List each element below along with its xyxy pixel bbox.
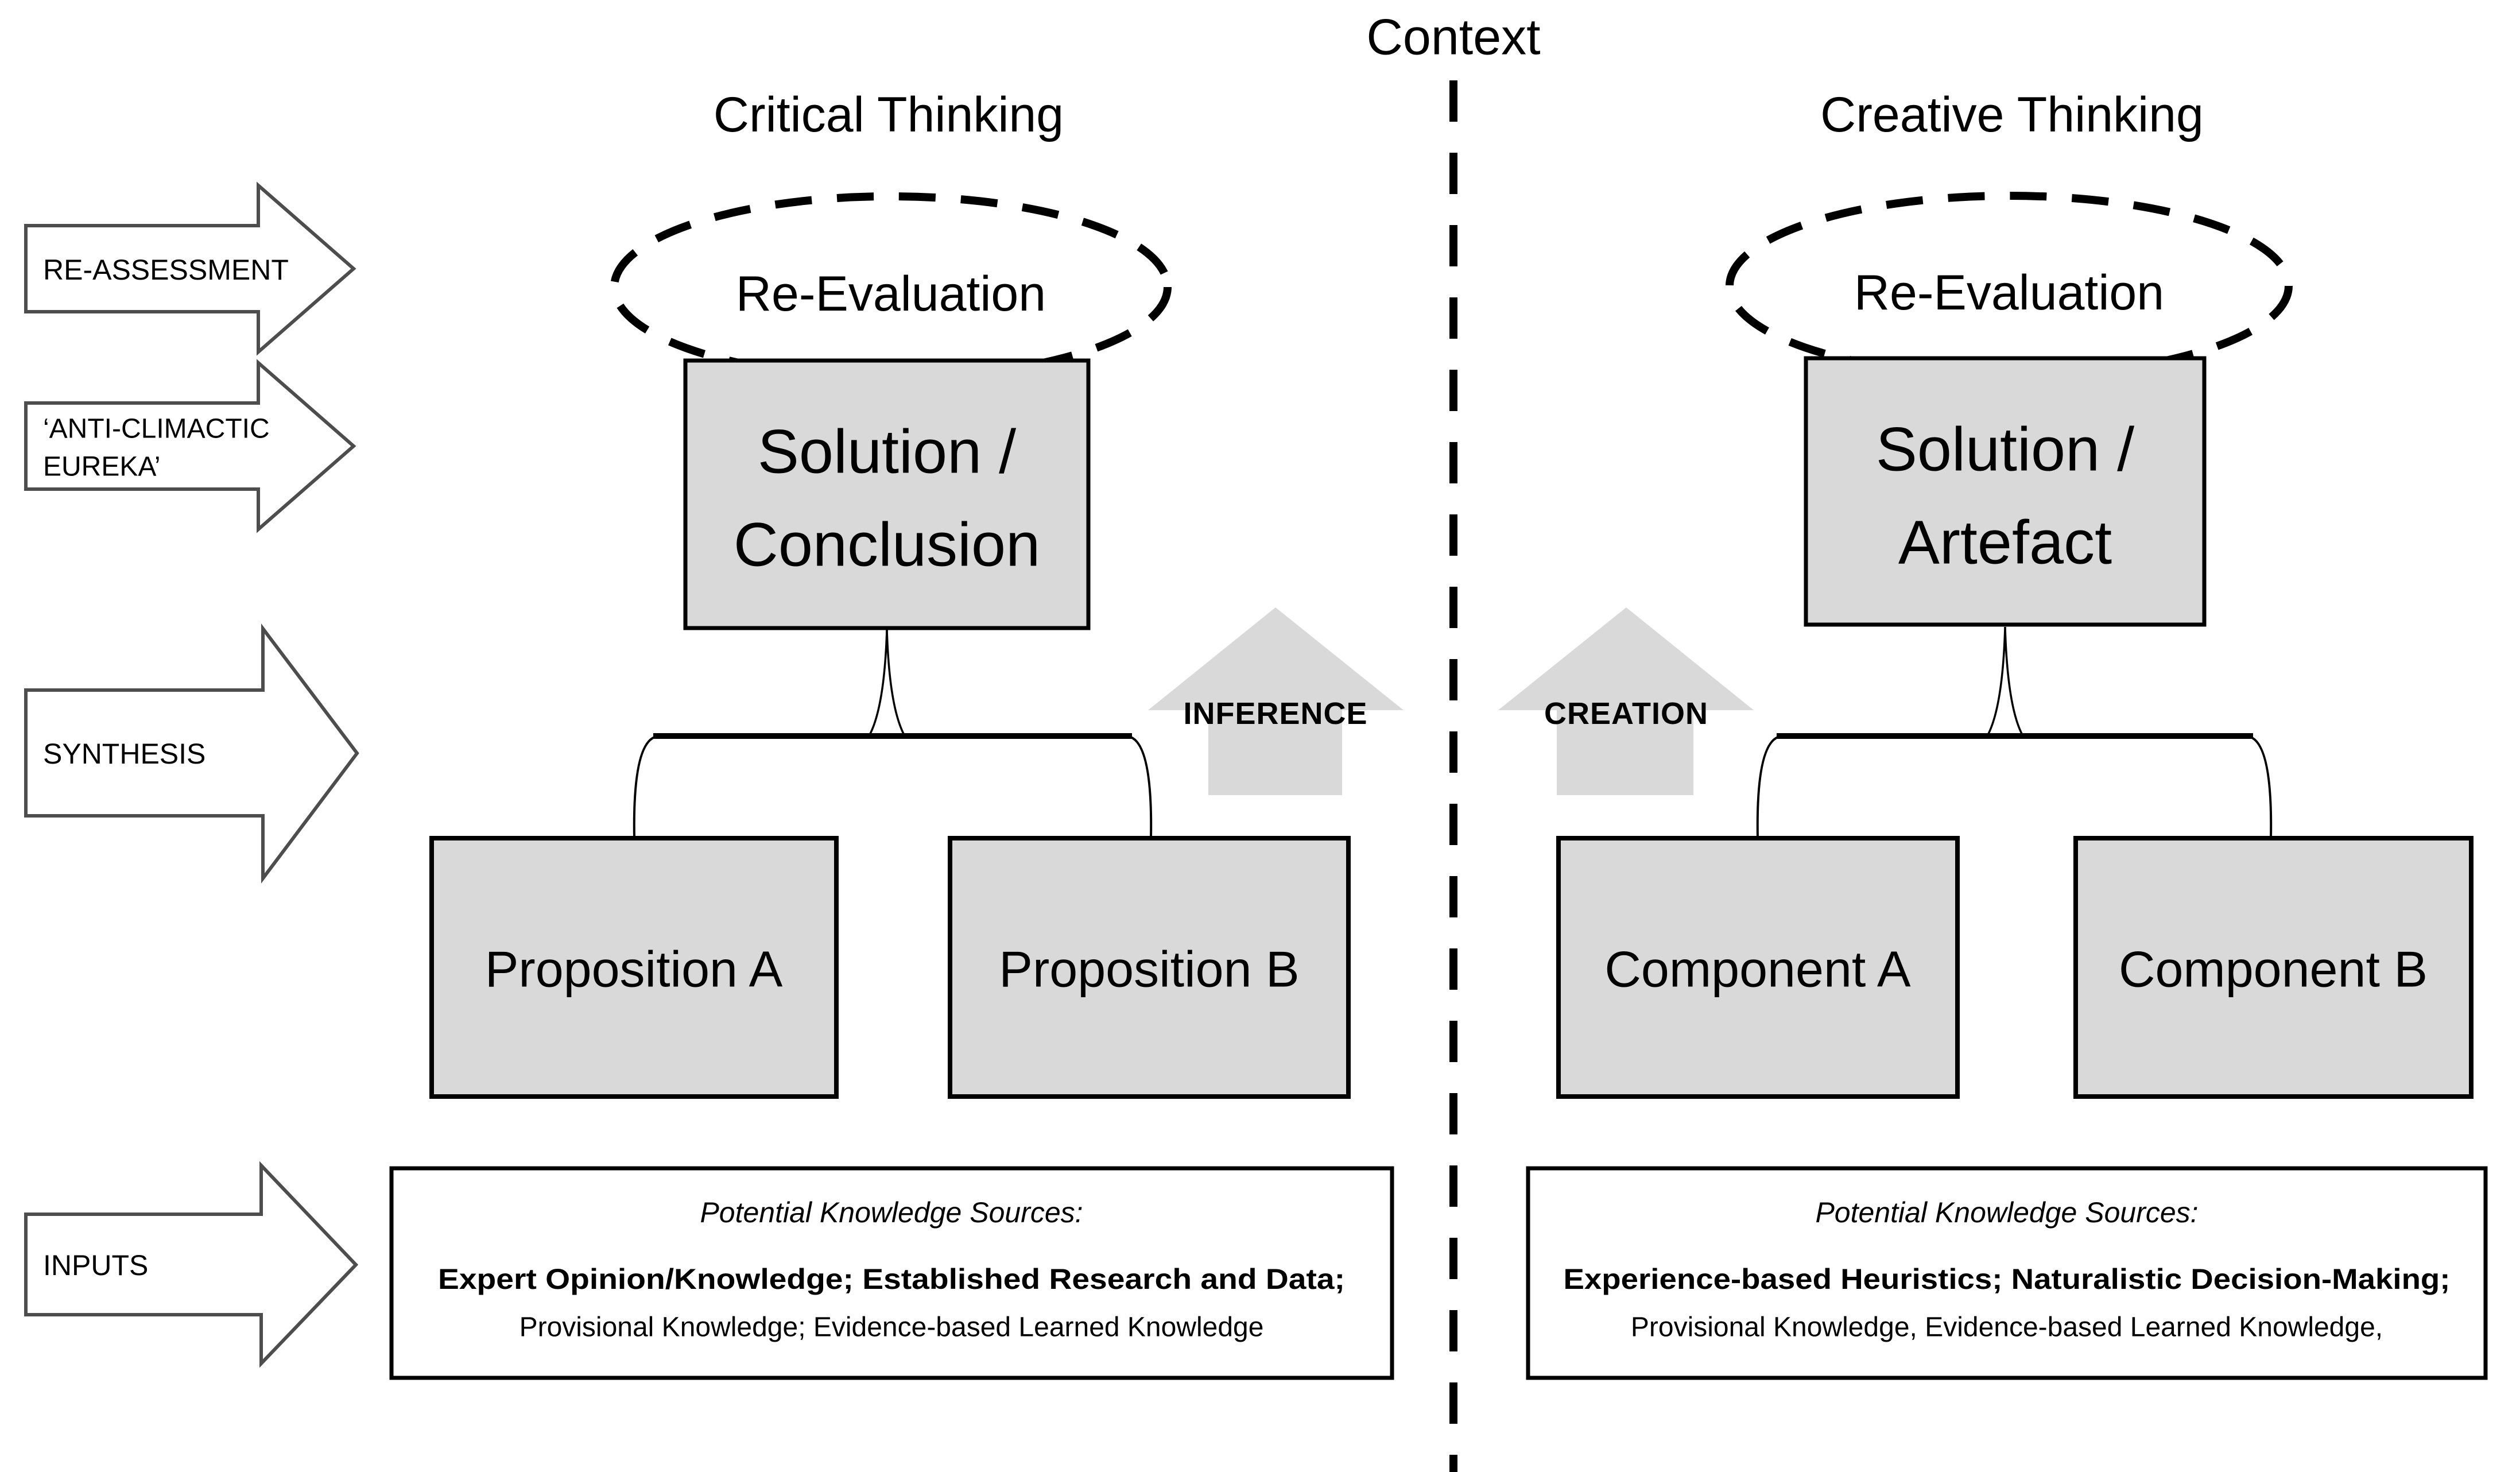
solution-artefact-box (1804, 356, 2207, 627)
component-b-box (2073, 836, 2474, 1099)
synthesis-arrow (24, 623, 359, 884)
context-label: Context (1366, 9, 1540, 65)
reevaluation-label-right: Re-Evaluation (1854, 265, 2164, 320)
knowledge-line1-right: Experience-based Heuristics; Naturalisti… (1564, 1263, 2451, 1295)
proposition-a-box (429, 836, 839, 1099)
reassessment-arrow-label: RE-ASSESSMENT (43, 254, 289, 286)
proposition-a-label: Proposition A (485, 941, 783, 998)
solution-conclusion-line1: Solution / (758, 417, 1016, 486)
reevaluation-label-left: Re-Evaluation (736, 266, 1046, 321)
bracket-connector-right (1756, 626, 2273, 839)
creation-arrow (1498, 607, 1754, 795)
bracket-connector-left (633, 629, 1153, 839)
proposition-b-label: Proposition B (999, 941, 1299, 998)
knowledge-line1-left: Expert Opinion/Knowledge; Established Re… (438, 1263, 1345, 1295)
critical-thinking-header: Critical Thinking (714, 87, 1064, 142)
proposition-b-box (948, 836, 1351, 1099)
inputs-arrow (24, 1161, 359, 1368)
creation-arrow-label: CREATION (1544, 696, 1708, 731)
synthesis-arrow-label: SYNTHESIS (43, 738, 206, 770)
creative-thinking-header: Creative Thinking (1820, 87, 2204, 142)
knowledge-heading-left: Potential Knowledge Sources: (700, 1196, 1083, 1229)
inference-arrow-label: INFERENCE (1183, 696, 1367, 731)
inputs-arrow-label: INPUTS (43, 1249, 148, 1281)
component-a-label: Component A (1604, 941, 1911, 998)
anticlimactic-eureka-label-line1: ‘ANTI-CLIMACTIC (43, 414, 270, 444)
inference-arrow (1148, 607, 1404, 795)
solution-artefact-line2: Artefact (1898, 508, 2112, 577)
anticlimactic-eureka-arrow (24, 359, 356, 533)
knowledge-line2-left: Provisional Knowledge; Evidence-based Le… (519, 1312, 1264, 1343)
solution-conclusion-line2: Conclusion (734, 510, 1040, 579)
reevaluation-ellipse-right (1726, 192, 2293, 380)
knowledge-sources-box-left (389, 1166, 1394, 1380)
solution-artefact-line1: Solution / (1876, 415, 2134, 484)
knowledge-line2-right: Provisional Knowledge, Evidence-based Le… (1631, 1312, 2383, 1343)
component-b-label: Component B (2119, 941, 2428, 998)
reassessment-arrow (24, 181, 356, 356)
solution-conclusion-box (683, 358, 1091, 630)
component-a-box (1556, 836, 1960, 1099)
knowledge-heading-right: Potential Knowledge Sources: (1815, 1196, 2198, 1229)
reevaluation-ellipse-left (610, 192, 1172, 382)
knowledge-sources-box-right (1526, 1166, 2488, 1380)
side-arrows: RE-ASSESSMENT ‘ANTI-CLIMACTIC EUREKA’ SY… (24, 181, 359, 1368)
anticlimactic-eureka-label-line2: EUREKA’ (43, 452, 161, 482)
